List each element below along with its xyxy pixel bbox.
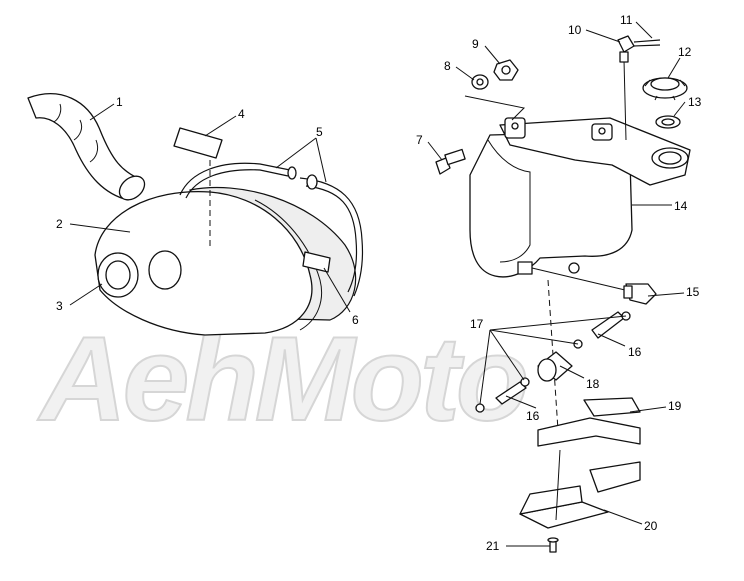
callout-12: 12 bbox=[678, 45, 692, 59]
intake-hose bbox=[27, 93, 146, 201]
washer bbox=[471, 74, 489, 90]
callout-20: 20 bbox=[644, 519, 658, 533]
vent-hose-2 bbox=[633, 44, 661, 47]
callout-19: 19 bbox=[668, 399, 682, 413]
callout-8: 8 bbox=[444, 59, 451, 73]
callout-2: 2 bbox=[56, 217, 63, 231]
lower-bracket-tab bbox=[589, 461, 641, 493]
callout-16-upper: 16 bbox=[628, 345, 642, 359]
lock-nut bbox=[493, 59, 519, 81]
callout-5: 5 bbox=[316, 125, 323, 139]
lower-bracket-side bbox=[519, 485, 583, 515]
tank-seam bbox=[487, 139, 531, 263]
callout-7: 7 bbox=[416, 133, 423, 147]
tank-mount-hole-2 bbox=[598, 127, 606, 135]
grommet-ring bbox=[97, 252, 139, 298]
filter bbox=[537, 351, 573, 382]
vent-elbow bbox=[617, 35, 635, 53]
outlet-line bbox=[531, 267, 626, 291]
airbox-body bbox=[94, 190, 313, 336]
screw bbox=[547, 537, 559, 553]
callout-10: 10 bbox=[568, 23, 582, 37]
breather-hoses bbox=[179, 162, 364, 297]
callout-21: 21 bbox=[486, 539, 500, 553]
tank-mount-hole bbox=[511, 122, 519, 130]
oil-cap bbox=[642, 77, 688, 101]
leader-lines bbox=[69, 21, 686, 547]
outlet-clamp bbox=[623, 285, 633, 299]
tank-outlet bbox=[517, 261, 533, 275]
vent-line bbox=[623, 59, 627, 141]
callout-13: 13 bbox=[688, 95, 702, 109]
upper-hose bbox=[591, 311, 625, 339]
airbox-seam bbox=[254, 199, 323, 331]
airbox-assembly bbox=[27, 93, 364, 336]
hose-clip bbox=[302, 251, 331, 273]
callout-3: 3 bbox=[56, 299, 63, 313]
bracket-guide bbox=[555, 449, 561, 521]
callout-17: 17 bbox=[470, 317, 484, 331]
hose-clamps bbox=[475, 311, 631, 413]
vent-fitting bbox=[619, 51, 629, 63]
mounting-bolt bbox=[435, 148, 466, 175]
upper-bracket bbox=[537, 417, 641, 447]
watermark: AehMoto bbox=[37, 312, 526, 446]
upper-bracket-lip bbox=[583, 397, 641, 417]
oil-tank-assembly bbox=[435, 35, 691, 553]
callout-4: 4 bbox=[238, 107, 245, 121]
decal bbox=[173, 127, 223, 159]
tank-drain bbox=[568, 262, 580, 274]
callout-14: 14 bbox=[674, 199, 688, 213]
cap-gasket bbox=[655, 115, 681, 129]
callout-1: 1 bbox=[116, 95, 123, 109]
vent-hose bbox=[633, 39, 661, 43]
callout-9: 9 bbox=[472, 37, 479, 51]
callout-11: 11 bbox=[620, 13, 633, 27]
callout-labels: 1 2 3 4 5 6 7 8 9 10 11 12 13 14 15 16 1… bbox=[56, 13, 702, 553]
filler-neck-inner bbox=[658, 151, 682, 165]
callout-16-lower: 16 bbox=[526, 409, 540, 423]
callout-18: 18 bbox=[586, 377, 600, 391]
tank-top-bracket bbox=[499, 117, 691, 186]
callout-6: 6 bbox=[352, 313, 359, 327]
lower-hose bbox=[495, 381, 527, 405]
fastener-bracket-line bbox=[464, 95, 526, 121]
airbox-port bbox=[148, 250, 182, 290]
callout-15: 15 bbox=[686, 285, 700, 299]
